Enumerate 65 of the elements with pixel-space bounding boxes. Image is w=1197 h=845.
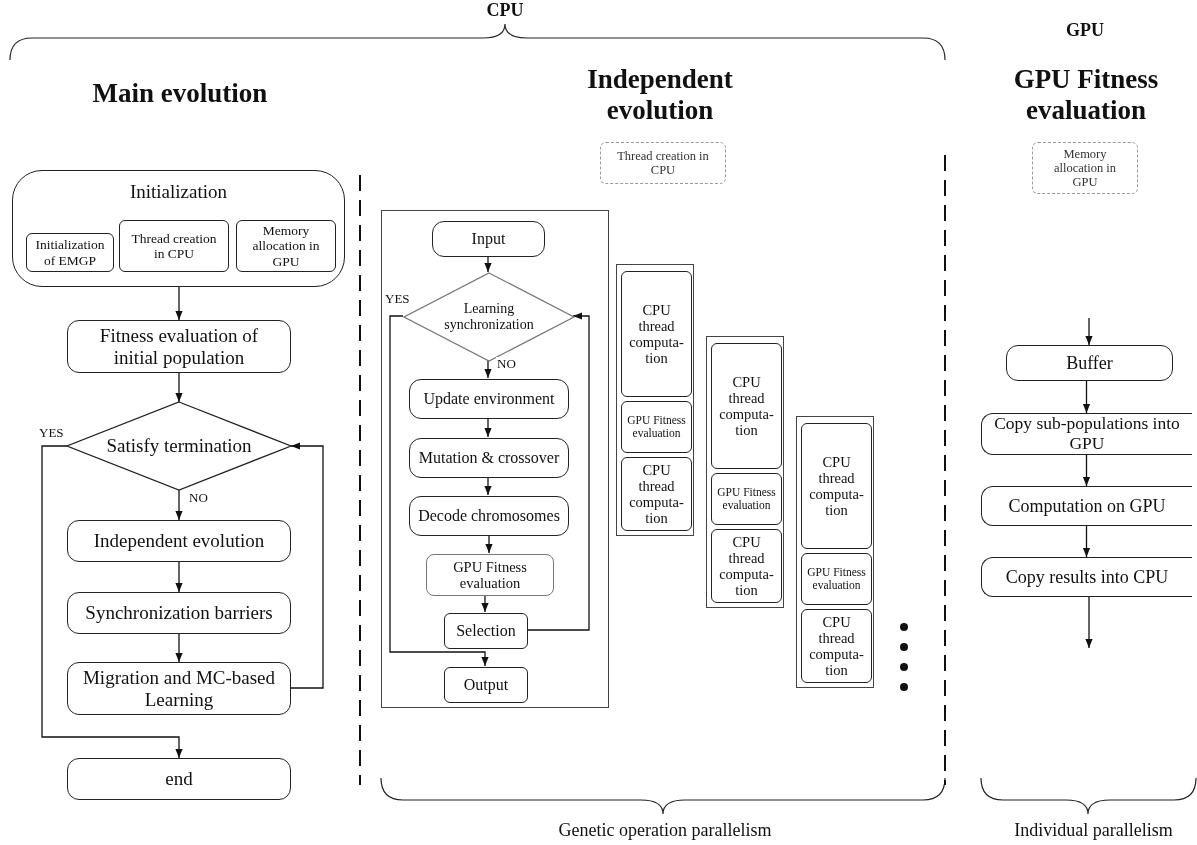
process-box: GPU Fitness evaluation <box>801 553 872 605</box>
arrow <box>175 286 183 321</box>
process-box: Fitness evaluation of initial population <box>67 320 291 373</box>
decision-diamond <box>67 402 291 490</box>
process-box: Update environment <box>409 379 569 419</box>
arrow <box>484 417 492 438</box>
process-box: GPU Fitness evaluation <box>621 401 692 453</box>
process-box: CPU thread computa-tion <box>621 271 692 397</box>
section-heading: GPU Fitness evaluation <box>1012 64 1160 127</box>
brace-label: Individual parallelism <box>1013 820 1174 841</box>
arrow <box>175 489 183 521</box>
process-box: Selection <box>444 613 528 649</box>
process-box: Synchronization barriers <box>67 592 291 634</box>
process-box: Decode chromosomes <box>409 496 569 536</box>
process-box: Input <box>432 221 545 257</box>
group-box <box>12 170 345 287</box>
process-box: Computation on GPU <box>981 486 1192 526</box>
arrow <box>389 315 489 667</box>
process-box: Buffer <box>1006 345 1173 381</box>
decision-label: Satisfy termination <box>105 435 253 457</box>
arrow <box>484 255 492 273</box>
arrow <box>1082 525 1091 558</box>
arrow <box>290 442 324 689</box>
brace-label: Genetic operation parallelism <box>557 820 773 841</box>
process-box: CPU thread computa-tion <box>621 457 692 531</box>
process-box: Copy results into CPU <box>981 557 1192 597</box>
arrow <box>1082 454 1091 487</box>
section-heading: Independent evolution <box>586 64 734 127</box>
process-box: Memory allocation in GPU <box>236 220 336 272</box>
process-box: CPU thread computa-tion <box>801 423 872 549</box>
arrow <box>41 445 183 759</box>
arrow <box>484 359 492 379</box>
frame-box <box>706 336 784 608</box>
frame-box <box>616 264 694 536</box>
process-box: Mutation & crossover <box>409 438 569 478</box>
arrow <box>1085 317 1093 346</box>
decision-label: Learning synchronization <box>443 301 535 333</box>
arrow <box>175 561 183 593</box>
process-box: Initialization of EMGP <box>26 233 114 272</box>
frame-box <box>796 416 874 688</box>
dashed-note-box: Memory allocation in GPU <box>1032 142 1138 194</box>
section-heading: CPU <box>485 0 525 21</box>
process-box: CPU thread computa-tion <box>801 609 872 683</box>
dashed-note-box: Thread creation in CPU <box>600 142 726 184</box>
process-box: CPU thread computa-tion <box>711 343 782 469</box>
arrow <box>484 476 492 496</box>
process-box: GPU Fitness evaluation <box>711 473 782 525</box>
arrow <box>485 534 493 554</box>
process-box: CPU thread computa-tion <box>711 529 782 603</box>
arrow <box>1082 380 1091 414</box>
arrow <box>175 372 183 403</box>
process-box: Migration and MC-based Learning <box>67 662 291 715</box>
process-box: GPU Fitness evaluation <box>426 554 554 596</box>
process-box: end <box>67 758 291 800</box>
arrow <box>526 312 590 631</box>
process-box: Thread creation in CPU <box>119 220 229 272</box>
process-box: Output <box>444 667 528 703</box>
group-title: Initialization <box>128 181 229 203</box>
section-heading: Main evolution <box>91 78 269 110</box>
section-heading: GPU <box>1065 20 1105 41</box>
arrow <box>175 633 183 663</box>
arrow <box>1085 596 1093 649</box>
process-box: Copy sub-populations into GPU <box>981 413 1192 455</box>
process-box: Independent evolution <box>67 520 291 562</box>
arrow <box>481 594 489 613</box>
